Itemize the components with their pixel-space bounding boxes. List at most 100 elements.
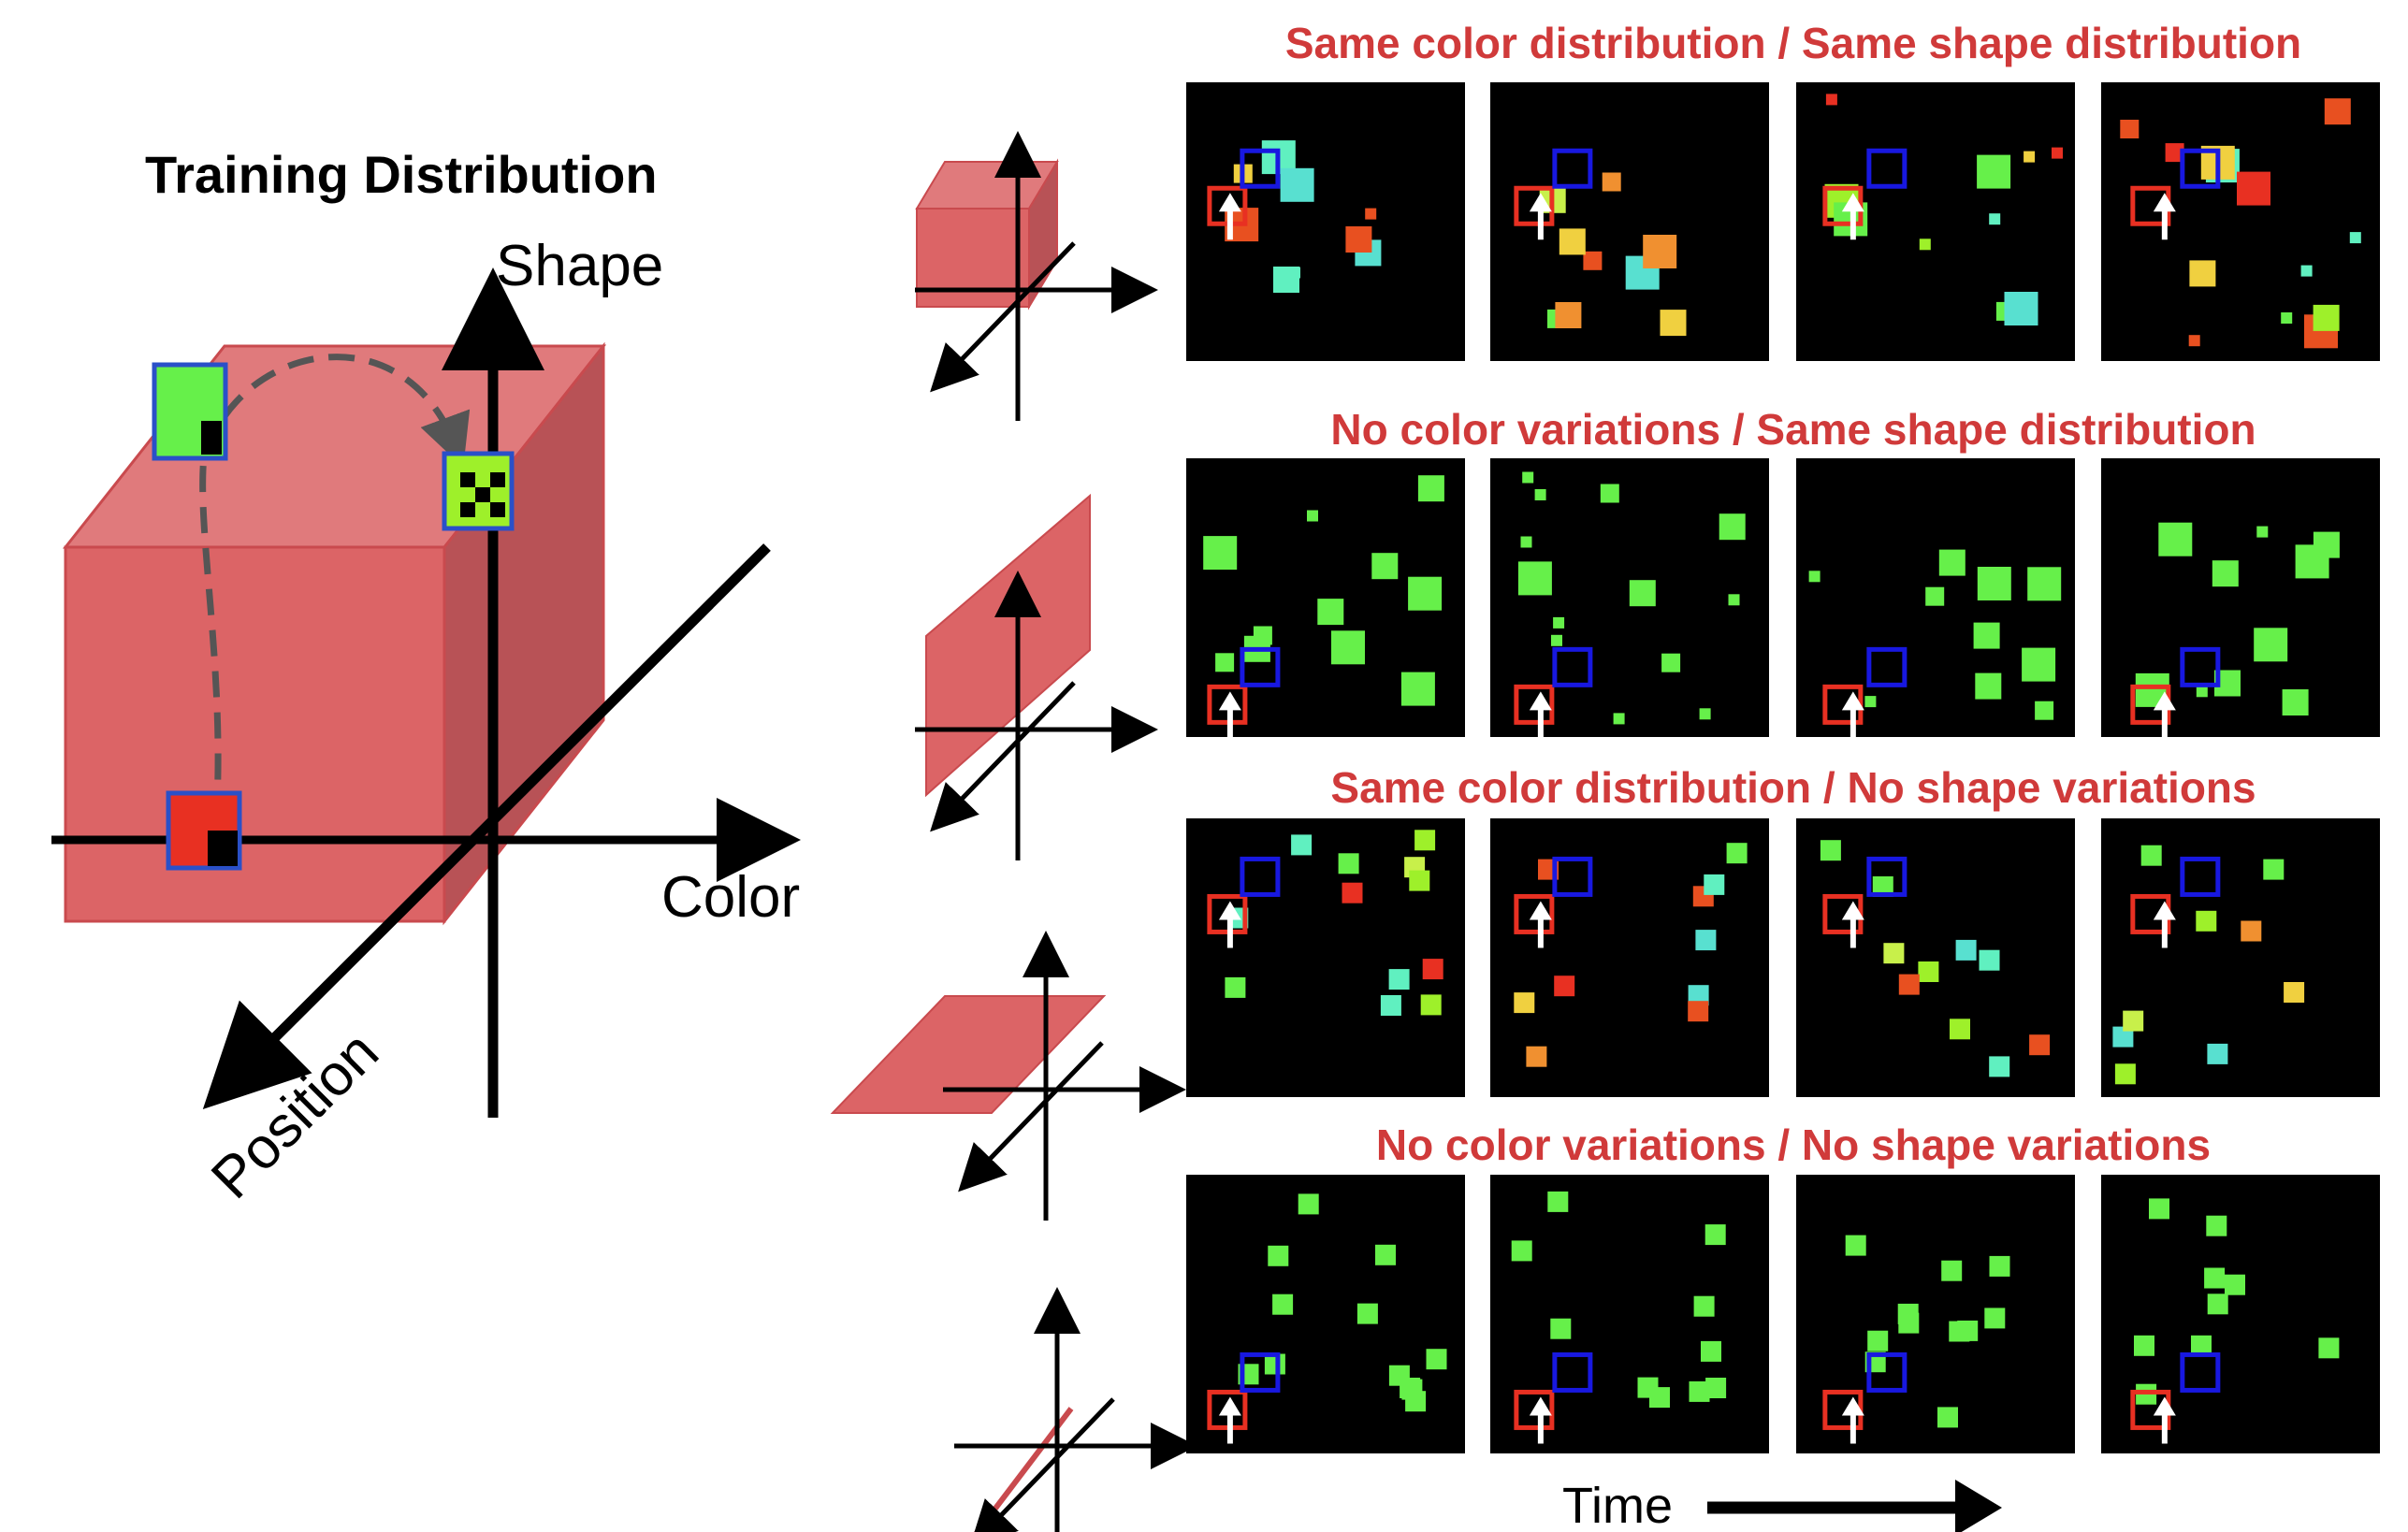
red-target-box xyxy=(1514,893,1555,934)
sprite xyxy=(1975,672,2002,700)
sprite xyxy=(2134,1335,2154,1356)
sprite xyxy=(1298,1193,1319,1215)
sprite xyxy=(2188,335,2200,347)
sprite xyxy=(1643,235,1677,268)
sprite xyxy=(1688,985,1709,1006)
sprite xyxy=(2225,1274,2245,1295)
sprite xyxy=(1414,830,1436,851)
sprite xyxy=(2024,151,2036,163)
blue-target-box xyxy=(1552,148,1593,189)
sprite xyxy=(1699,708,1711,720)
sprite xyxy=(1522,471,1534,484)
sprite xyxy=(1941,1260,1963,1281)
sprite xyxy=(1400,672,1435,706)
sprite xyxy=(2022,647,2056,682)
sprite xyxy=(1409,870,1430,891)
sprite xyxy=(1919,238,1931,251)
sprite xyxy=(2035,701,2054,720)
row-title: No color variations / Same shape distrib… xyxy=(1330,405,2256,454)
trajectory-path xyxy=(199,424,222,805)
line-icon xyxy=(954,1287,1197,1532)
sprite xyxy=(1517,561,1552,596)
sprite xyxy=(1272,1294,1294,1315)
sprite xyxy=(1872,876,1893,897)
sprite xyxy=(2318,1337,2340,1359)
sprite xyxy=(1693,1295,1715,1317)
blue-target-box xyxy=(1240,148,1281,189)
sprite xyxy=(2212,560,2239,587)
row-2: No color variations / Same shape distrib… xyxy=(915,405,2380,860)
sprite xyxy=(2207,1043,2228,1064)
sprite xyxy=(1555,302,1582,328)
frame-panel xyxy=(1490,458,1769,739)
sprite xyxy=(1520,536,1532,548)
blue-target-box xyxy=(1240,646,1281,687)
sprite xyxy=(1420,994,1442,1016)
sprite xyxy=(2158,522,2193,556)
sprite xyxy=(1808,571,1821,583)
sprite xyxy=(1688,1001,1709,1022)
frame-panel xyxy=(2101,458,2380,739)
sprite xyxy=(1291,834,1313,856)
sprite xyxy=(1356,1303,1378,1324)
sprite xyxy=(1704,874,1725,895)
sprite xyxy=(1950,1019,1970,1040)
sprite xyxy=(2052,147,2063,159)
sprite xyxy=(1215,653,1235,672)
sprite xyxy=(1388,1365,1410,1386)
sprite xyxy=(2263,859,2285,880)
blue-target-box xyxy=(2180,1351,2221,1393)
sprite xyxy=(1660,310,1687,337)
sprite xyxy=(1289,267,1300,279)
sprite xyxy=(1883,943,1905,964)
sprite xyxy=(1925,586,1945,606)
frame-panel xyxy=(2101,1175,2380,1453)
blue-target-box xyxy=(2180,856,2221,897)
sprite xyxy=(2196,686,2208,698)
sprite xyxy=(1225,976,1246,998)
sprite xyxy=(1726,843,1748,864)
sprite xyxy=(1649,1387,1670,1409)
sprite xyxy=(1825,94,1837,106)
sprite xyxy=(1534,489,1546,500)
sprite xyxy=(2282,689,2309,715)
sprite xyxy=(2254,628,2288,662)
sprite xyxy=(1547,1191,1569,1212)
blue-target-box xyxy=(1866,646,1908,687)
sprite xyxy=(1984,1308,2006,1329)
row-1: Same color distribution / Same shape dis… xyxy=(915,19,2380,421)
sprite xyxy=(1602,172,1621,192)
frame-panel xyxy=(1796,818,2075,1097)
frame-panel xyxy=(2101,818,2380,1097)
blue-target-box xyxy=(2180,646,2221,687)
sprite xyxy=(1820,840,1841,861)
frame-panel xyxy=(1490,82,1769,361)
sprite xyxy=(1371,553,1399,580)
sprite xyxy=(1526,1046,1547,1067)
sprite xyxy=(2349,232,2361,244)
sprite xyxy=(2004,292,2038,325)
sprite xyxy=(1937,1407,1958,1428)
row-title: Same color distribution / No shape varia… xyxy=(1330,763,2256,812)
sprite xyxy=(1307,510,1318,522)
frame-panel xyxy=(1186,818,1465,1097)
sprite xyxy=(1551,634,1562,646)
sprite-checker-icon xyxy=(442,451,515,531)
sprite xyxy=(1280,167,1314,202)
sprite xyxy=(1918,961,1939,982)
sprite xyxy=(2313,304,2340,331)
position-axis-label: Position xyxy=(199,1019,391,1211)
sprite xyxy=(2027,567,2062,601)
sprite xyxy=(2165,143,2184,163)
sprite xyxy=(1365,208,1377,220)
shape-axis-label: Shape xyxy=(496,234,663,298)
frame-panel xyxy=(1796,82,2075,361)
training-cube xyxy=(62,341,607,926)
sprite xyxy=(2300,265,2313,277)
sprite xyxy=(1331,630,1365,665)
sprite xyxy=(2114,1063,2136,1085)
sprite xyxy=(1728,594,1740,606)
sprite xyxy=(1989,213,2001,225)
sprite xyxy=(1550,1318,1572,1339)
sprite-green-icon xyxy=(152,362,228,461)
